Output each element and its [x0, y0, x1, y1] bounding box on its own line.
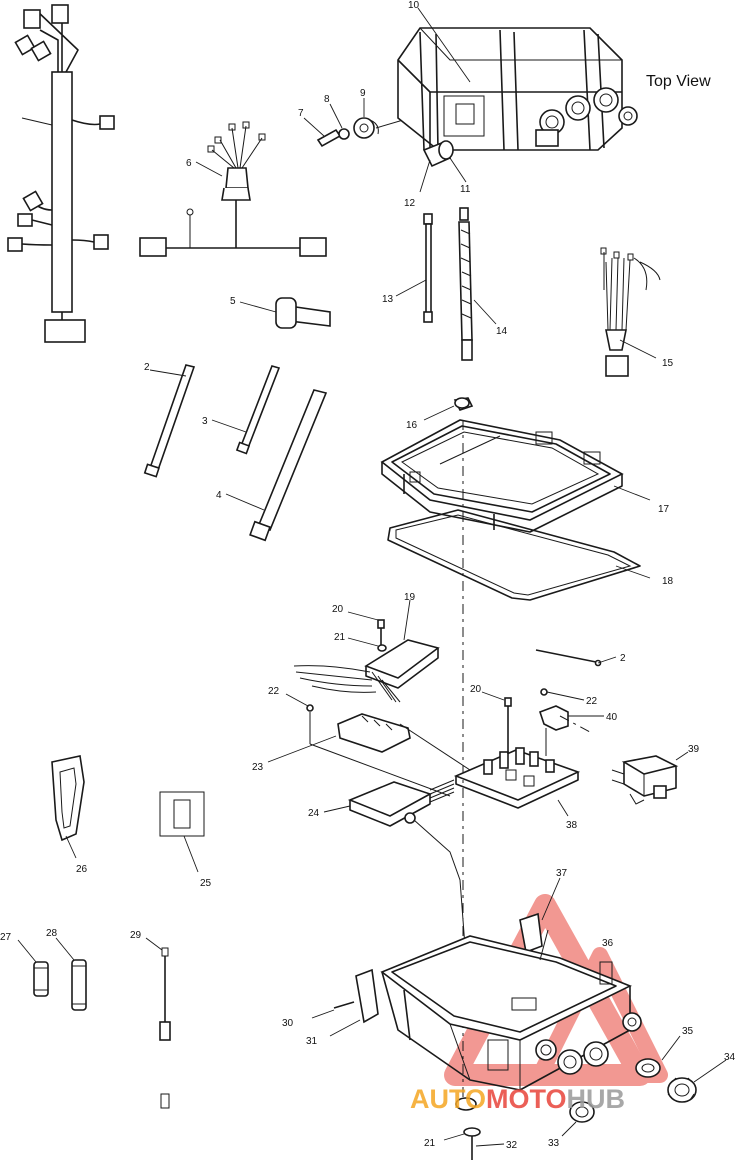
parts-11-12 — [419, 140, 467, 193]
callout-15: 15 — [662, 358, 674, 369]
parts-33-34-35 — [561, 1035, 727, 1137]
callout-9: 9 — [360, 88, 366, 99]
parts-30-31 — [311, 968, 379, 1037]
part-6-sub-harness — [139, 121, 327, 257]
watermark-part-1: AUTO — [410, 1084, 486, 1114]
callout-19: 19 — [404, 592, 416, 603]
parts-21-32-bottom — [443, 1097, 505, 1160]
part-10-top-view-housing — [397, 7, 638, 151]
callout-28: 28 — [46, 928, 58, 939]
callout-32: 32 — [506, 1140, 518, 1151]
callout-40: 40 — [606, 712, 618, 723]
callout-11: 11 — [460, 184, 471, 195]
callout-6: 6 — [186, 158, 192, 169]
callout-2: 2 — [144, 362, 150, 373]
part-39-relay — [611, 751, 689, 805]
callout-26: 26 — [76, 864, 88, 875]
callout-5: 5 — [230, 296, 236, 307]
parts-2-3-4-rods — [143, 364, 328, 542]
callout-24: 24 — [308, 808, 320, 819]
main-wiring-harness — [7, 4, 115, 343]
watermark-part-3: HUB — [567, 1084, 626, 1114]
part-37-clip — [519, 877, 561, 954]
callout-3: 3 — [202, 416, 208, 427]
callout-29: 29 — [130, 930, 142, 941]
callout-25: 25 — [200, 878, 212, 889]
callout-38: 38 — [566, 820, 578, 831]
part-18-gasket — [387, 509, 651, 601]
callout-17: 17 — [658, 504, 670, 515]
callout-31: 31 — [306, 1036, 318, 1047]
callout-4: 4 — [216, 490, 222, 501]
callout-20: 20 — [470, 684, 482, 695]
part-25-label — [159, 791, 205, 873]
callout-23: 23 — [252, 762, 264, 773]
callout-30: 30 — [282, 1018, 294, 1029]
callout-7: 7 — [298, 108, 304, 119]
parts-7-8-9-hardware — [303, 98, 411, 148]
callout-35: 35 — [682, 1026, 694, 1037]
callout-12: 12 — [404, 198, 416, 209]
callout-34: 34 — [724, 1052, 736, 1063]
part-38-circuit-board — [453, 691, 581, 817]
watermark-part-2: MOTO — [486, 1084, 567, 1114]
part-17-cover — [380, 419, 651, 533]
callout-37: 37 — [556, 868, 568, 879]
part-29-lead — [145, 937, 171, 1109]
part-26-cover — [51, 755, 85, 859]
callout-39: 39 — [688, 744, 700, 755]
callout-16: 16 — [406, 420, 418, 431]
callout-10: 10 — [408, 0, 420, 11]
callout-22: 22 — [268, 686, 280, 697]
callout-14: 14 — [496, 326, 508, 337]
callout-13: 13 — [382, 294, 394, 305]
lower-box-housing — [380, 929, 642, 1091]
top-view-label: Top View — [646, 73, 711, 90]
parts-13-14-rods — [395, 207, 497, 361]
watermark-text: AUTOMOTOHUB — [410, 1084, 625, 1114]
parts-20-21-screws-upper — [347, 611, 387, 652]
callout-21: 21 — [334, 632, 346, 643]
part-40-bracket — [538, 688, 604, 756]
part-24-module — [323, 779, 467, 961]
callout-20: 20 — [332, 604, 344, 615]
callout-36: 36 — [602, 938, 614, 949]
callout-18: 18 — [662, 576, 674, 587]
part-16-nut — [423, 397, 474, 421]
parts-27-28-fuses — [17, 937, 87, 1011]
callout-27: 27 — [0, 932, 12, 943]
part-19-module — [293, 599, 440, 703]
callout-22: 22 — [586, 696, 598, 707]
callout-33: 33 — [548, 1138, 560, 1149]
callout-2: 2 — [620, 653, 626, 664]
part-2-pin-right — [535, 649, 617, 667]
callout-21: 21 — [424, 1138, 436, 1149]
part-5-connector — [239, 297, 331, 329]
callout-8: 8 — [324, 94, 330, 105]
part-23-bracket — [267, 693, 471, 797]
part-15-pigtail — [600, 247, 661, 377]
svg-text:AUTOMOTOHUB: AUTOMOTOHUB — [410, 1084, 625, 1114]
